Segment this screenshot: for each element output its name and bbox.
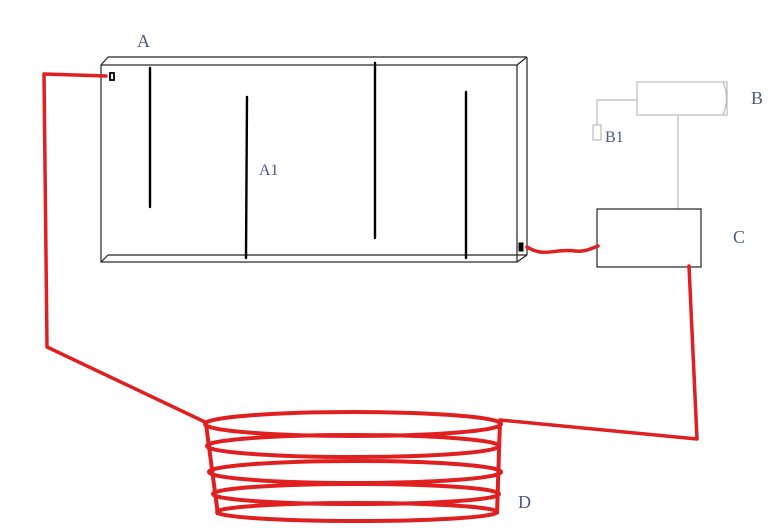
label-a1: A1	[259, 162, 279, 179]
wire-a-to-c	[525, 244, 600, 255]
device-b	[592, 81, 728, 209]
label-b: B	[751, 88, 763, 108]
coil-turn-2	[205, 433, 501, 459]
rods	[148, 61, 468, 260]
coil-turn-1	[203, 410, 503, 438]
box-a	[100, 56, 528, 263]
box-a-right-bottom	[516, 254, 528, 263]
device-b1	[592, 124, 602, 141]
box-a-top-edge	[100, 56, 109, 66]
box-a-front	[100, 64, 518, 263]
rod-2	[244, 95, 249, 260]
label-b1: B1	[605, 129, 624, 146]
b-to-b1-wire	[596, 99, 637, 125]
coil-turn-3	[207, 459, 503, 485]
box-c	[596, 208, 702, 268]
terminal-left	[109, 72, 115, 81]
coil-d	[203, 410, 503, 523]
device-b-body	[636, 81, 728, 116]
wire-c-to-d	[498, 264, 699, 441]
box-a-bottom-left	[100, 254, 109, 263]
terminal-right	[518, 242, 524, 252]
coil-side-right	[495, 420, 502, 515]
coil-side-left	[204, 423, 220, 516]
label-a: A	[137, 31, 150, 51]
box-a-right-top	[516, 56, 528, 66]
label-c: C	[733, 227, 745, 247]
label-d: D	[518, 492, 531, 512]
device-b-cap	[722, 81, 728, 116]
coil-turn-4	[211, 482, 501, 506]
wires	[42, 72, 699, 441]
wire-a-to-d	[42, 72, 207, 424]
